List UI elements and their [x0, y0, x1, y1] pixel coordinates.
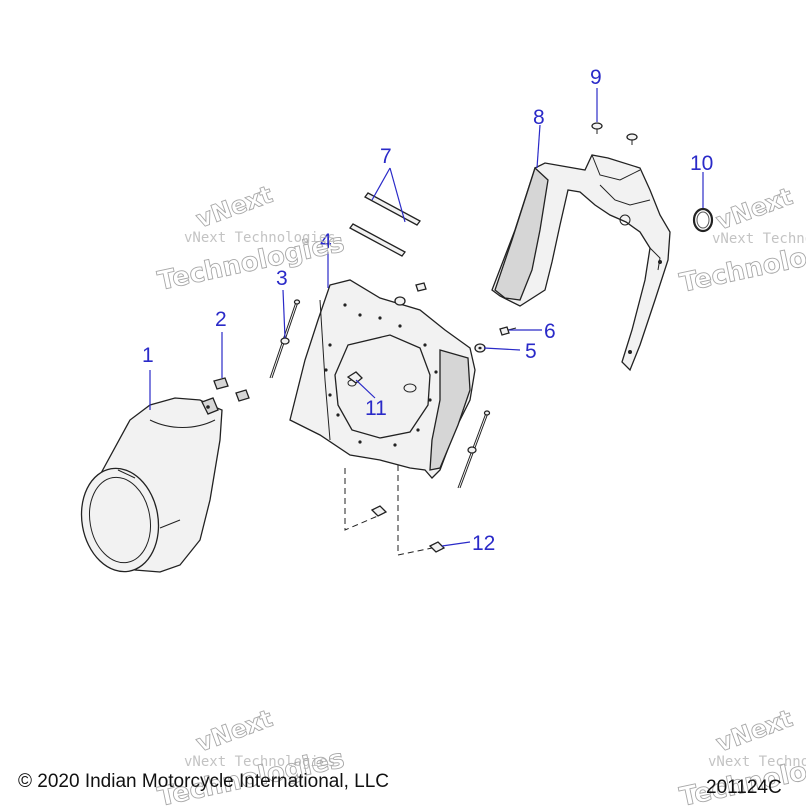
right-stud	[457, 410, 491, 489]
svg-text:vNext Technologies: vNext Technologies	[184, 754, 336, 770]
callout-1: 1	[142, 344, 154, 367]
part-12-bolts	[344, 465, 446, 556]
callout-labels: 1 2 3 4 5 6 7 8 9 10 11 12	[142, 66, 713, 555]
callout-6: 6	[544, 320, 556, 343]
part-4-inner-panel	[289, 279, 476, 479]
svg-text:vNext Technologies: vNext Technologies	[708, 754, 806, 770]
svg-text:vNext: vNext	[712, 704, 796, 757]
callout-8: 8	[533, 106, 545, 129]
panel-fasteners	[394, 282, 427, 306]
part-6-screw	[499, 326, 517, 336]
callout-3: 3	[276, 267, 288, 290]
part-8-cover	[491, 154, 671, 372]
diagram-id: 201124C	[706, 777, 782, 798]
callout-12: 12	[472, 532, 495, 555]
part-3-stud	[269, 299, 301, 379]
svg-text:vNext: vNext	[712, 182, 796, 235]
callout-11: 11	[365, 397, 387, 420]
svg-text:vNext Technologies: vNext Technologies	[712, 231, 806, 247]
leader-lines	[149, 88, 704, 547]
callout-7: 7	[380, 145, 392, 168]
svg-text:vNext: vNext	[192, 704, 276, 757]
watermark-right: vNext vNext Technologies Technologies	[677, 182, 806, 299]
part-9-screws	[591, 122, 638, 145]
callout-5: 5	[525, 340, 537, 363]
part-1-nacelle	[80, 397, 223, 573]
callout-2: 2	[215, 308, 227, 331]
svg-text:vNext: vNext	[192, 180, 276, 233]
callout-9: 9	[590, 66, 602, 89]
svg-text:vNext Technologies: vNext Technologies	[184, 230, 336, 246]
watermark-left: vNext vNext Technologies Technologies	[155, 180, 348, 297]
part-7-rods	[349, 192, 421, 257]
callout-10: 10	[690, 152, 713, 175]
panel-holes	[324, 303, 438, 447]
part-10-ring	[692, 207, 714, 233]
part-2-clips	[213, 377, 250, 402]
copyright-text: © 2020 Indian Motorcycle International, …	[18, 771, 389, 792]
callout-4: 4	[320, 230, 332, 253]
part-11-bracket	[346, 371, 363, 384]
part-5-washer	[474, 343, 486, 353]
